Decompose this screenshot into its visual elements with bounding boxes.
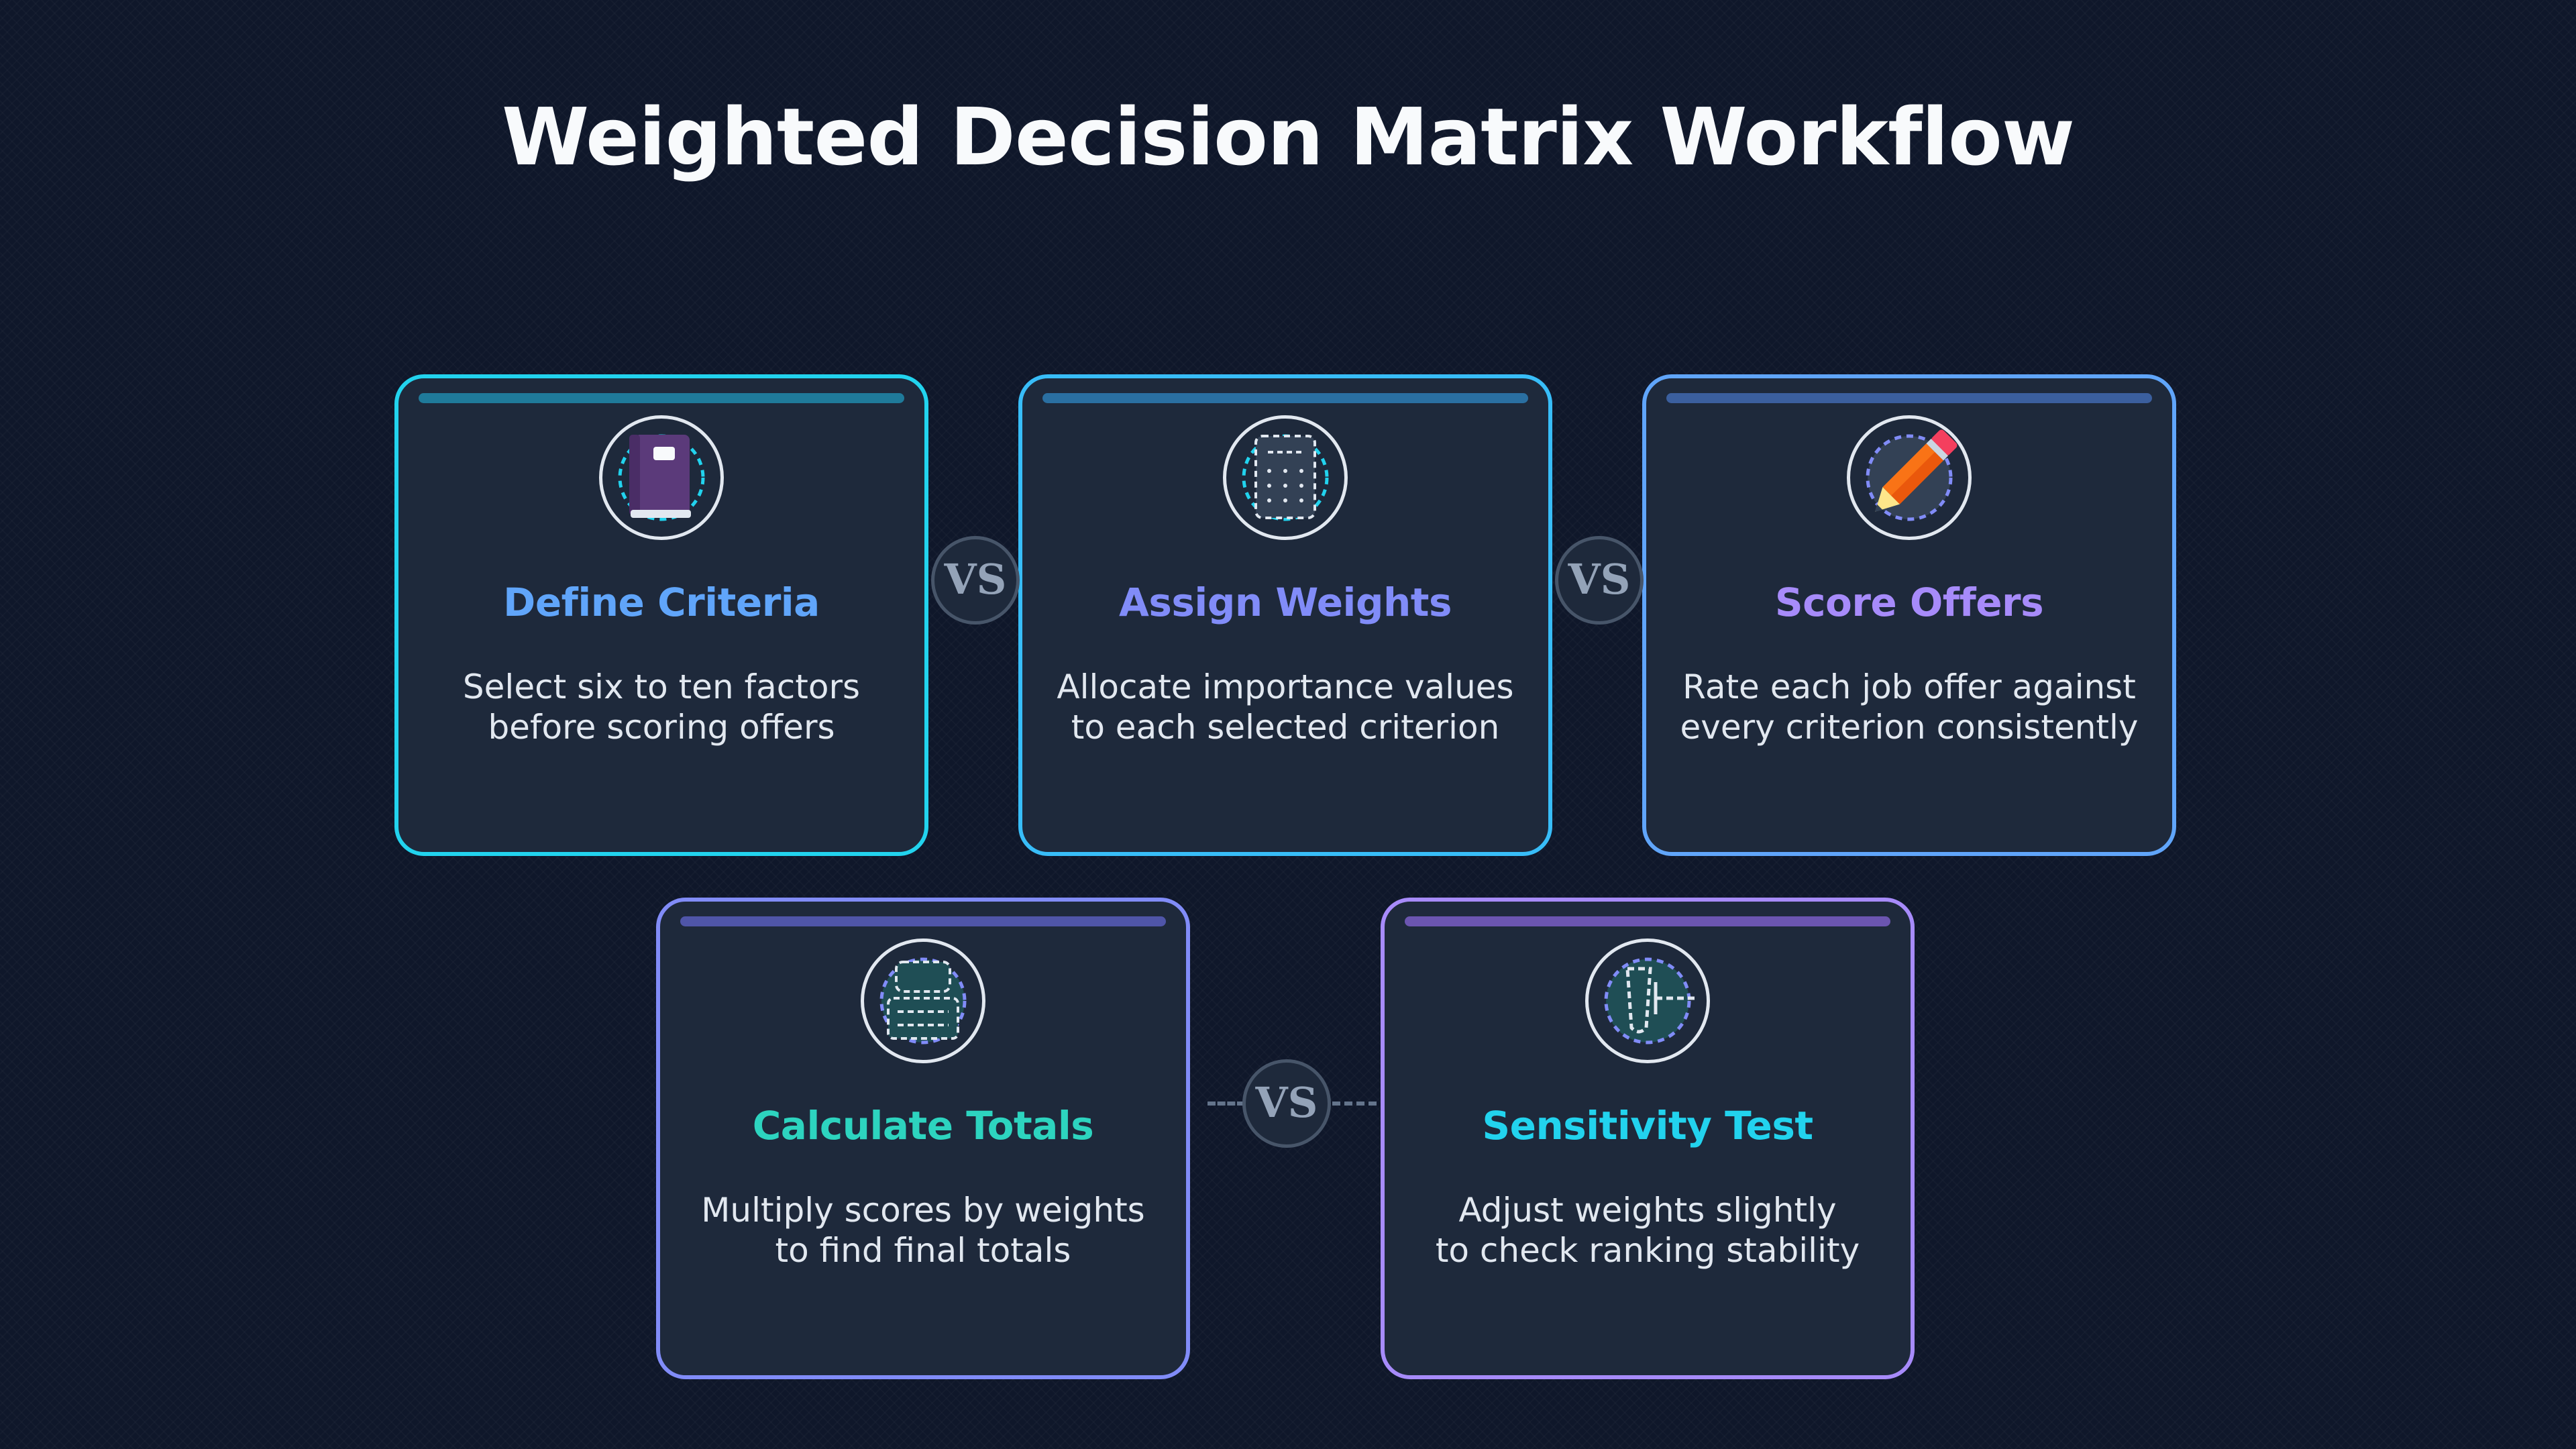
card-accent-bar — [1666, 393, 2152, 403]
page-title: Weighted Decision Matrix Workflow — [502, 91, 2075, 183]
card-accent-bar — [680, 916, 1166, 926]
step-card-sensitivity-test: Sensitivity Test Adjust weights slightly… — [1381, 898, 1915, 1379]
step-description-line: to check ranking stability — [1435, 1231, 1860, 1270]
book-icon — [599, 415, 724, 540]
stacked-totals-icon — [861, 938, 985, 1063]
card-accent-bar — [1042, 393, 1528, 403]
step-description-line: to each selected criterion — [1071, 708, 1500, 747]
step-description-line: Multiply scores by weights — [701, 1191, 1145, 1230]
step-description: Multiply scores by weights to find final… — [687, 1190, 1159, 1271]
card-accent-bar — [419, 393, 904, 403]
step-description: Rate each job offer against every criter… — [1673, 667, 2145, 747]
step-description-line: Adjust weights slightly — [1458, 1191, 1837, 1230]
card-accent-bar — [1405, 916, 1890, 926]
step-card-score-offers: Score Offers Rate each job offer against… — [1642, 374, 2176, 856]
step-description: Select six to ten factors before scoring… — [425, 667, 898, 747]
step-title: Calculate Totals — [752, 1103, 1094, 1148]
step-title: Sensitivity Test — [1482, 1103, 1813, 1148]
step-description: Adjust weights slightly to check ranking… — [1411, 1190, 1884, 1271]
step-description-line: Select six to ten factors — [462, 667, 861, 706]
step-title: Score Offers — [1774, 580, 2044, 625]
balance-icon — [1585, 938, 1710, 1063]
step-description-line: every criterion consistently — [1680, 708, 2139, 747]
step-description-line: to find final totals — [775, 1231, 1071, 1270]
step-description-line: before scoring offers — [488, 708, 835, 747]
step-card-define-criteria: Define Criteria Select six to ten factor… — [394, 374, 928, 856]
vs-badge: VS — [1555, 536, 1644, 625]
step-description-line: Allocate importance values — [1057, 667, 1514, 706]
step-title: Assign Weights — [1119, 580, 1452, 625]
step-card-assign-weights: Assign Weights Allocate importance value… — [1018, 374, 1552, 856]
step-title: Define Criteria — [503, 580, 820, 625]
connector-line — [1208, 1102, 1245, 1106]
vs-badge: VS — [1242, 1059, 1331, 1148]
step-card-calculate-totals: Calculate Totals Multiply scores by weig… — [656, 898, 1190, 1379]
connector-line — [1332, 1102, 1377, 1106]
step-description: Allocate importance values to each selec… — [1049, 667, 1521, 747]
vs-badge: VS — [931, 536, 1020, 625]
calculator-icon — [1223, 415, 1348, 540]
step-description-line: Rate each job offer against — [1682, 667, 2136, 706]
pencil-icon — [1847, 415, 1972, 540]
